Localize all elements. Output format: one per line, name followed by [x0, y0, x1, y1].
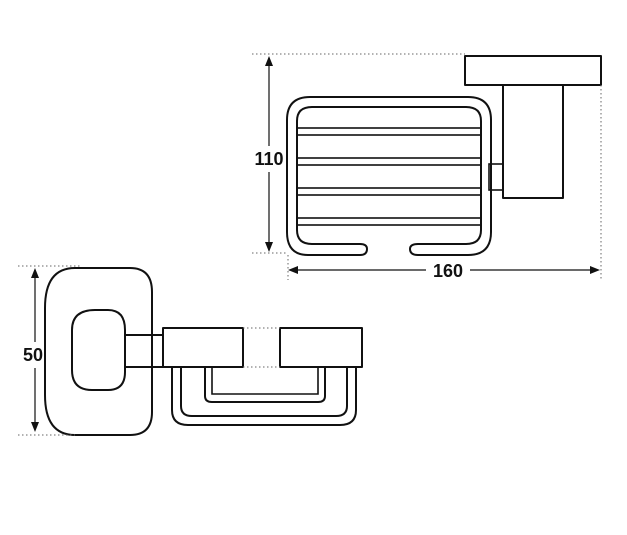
basket-slats	[296, 127, 482, 226]
wall-flange	[44, 267, 153, 436]
slat	[296, 127, 482, 136]
arm-block	[162, 327, 244, 368]
height-dimension	[265, 56, 273, 252]
connector	[488, 163, 504, 191]
basket-frame-inner	[180, 366, 348, 417]
basket-outer-frame	[286, 96, 492, 256]
depth-label: 50	[23, 345, 43, 365]
arm-stub	[124, 334, 164, 368]
basket-rail-inner	[211, 367, 319, 395]
depth-dimension	[31, 268, 39, 432]
flange-cap	[71, 309, 126, 391]
plan-view: 50	[18, 265, 363, 436]
width-dimension	[288, 266, 600, 274]
slat	[296, 157, 482, 166]
basket-rail	[204, 366, 326, 403]
support-arm	[502, 84, 564, 199]
basket-frame-outer	[171, 366, 357, 426]
slat	[296, 187, 482, 196]
basket-block	[279, 327, 363, 368]
front-view: 110 160	[252, 53, 602, 281]
slat	[296, 217, 482, 226]
wall-plate	[464, 55, 602, 86]
height-label: 110	[254, 149, 283, 169]
width-label: 160	[433, 261, 463, 281]
